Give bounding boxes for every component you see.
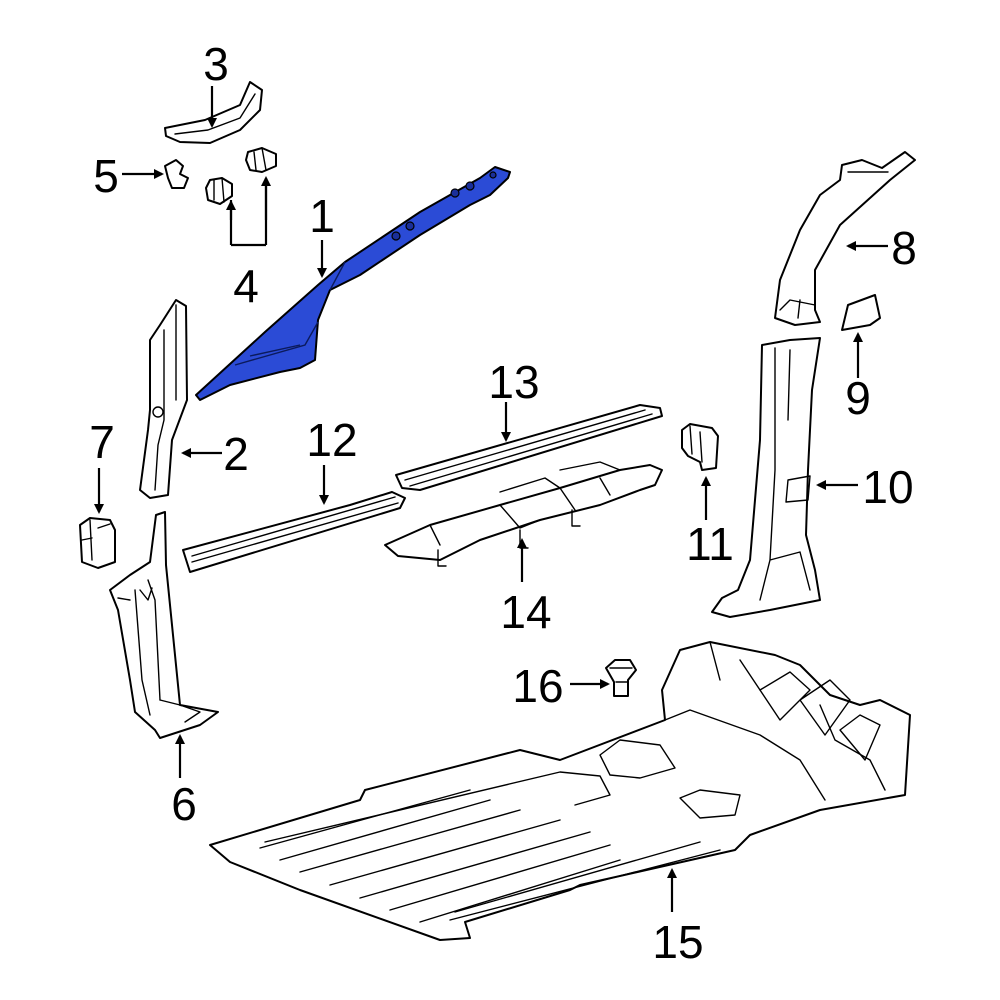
part-10-lower-quarter-trim[interactable] bbox=[711, 337, 821, 618]
part-9-trim-piece[interactable] bbox=[841, 294, 881, 331]
callout-8: 8 bbox=[891, 222, 917, 274]
callout-14: 14 bbox=[500, 586, 551, 638]
callout-15: 15 bbox=[652, 916, 703, 968]
part-12-front-sill-plate[interactable] bbox=[182, 491, 406, 573]
callout-12: 12 bbox=[306, 414, 357, 466]
callout-2: 2 bbox=[223, 428, 249, 480]
callout-13: 13 bbox=[488, 356, 539, 408]
callout-4: 4 bbox=[233, 260, 259, 312]
callout-10: 10 bbox=[862, 461, 913, 513]
part-15-floor-carpet[interactable] bbox=[209, 641, 911, 941]
part-7-bracket[interactable] bbox=[79, 517, 116, 569]
callout-9: 9 bbox=[845, 372, 871, 424]
callout-1: 1 bbox=[309, 190, 335, 242]
part-11-bracket[interactable] bbox=[681, 423, 719, 471]
part-3-trim-cover[interactable] bbox=[164, 81, 263, 144]
part-2-pillar-trim[interactable] bbox=[139, 299, 188, 499]
leader-lines bbox=[94, 86, 888, 912]
part-16-push-pin[interactable] bbox=[605, 659, 637, 697]
callout-labels: 1 2 3 4 5 6 7 8 9 10 11 12 13 14 15 16 bbox=[89, 38, 917, 968]
callout-11: 11 bbox=[686, 518, 734, 570]
callout-7: 7 bbox=[89, 416, 115, 468]
part-14-sill-step-trim[interactable] bbox=[384, 461, 663, 567]
part-1-a-pillar-trim[interactable] bbox=[195, 166, 511, 401]
part-6-lower-pillar-trim[interactable] bbox=[109, 511, 219, 739]
callout-5: 5 bbox=[93, 150, 119, 202]
callout-6: 6 bbox=[171, 778, 197, 830]
part-5-push-pin[interactable] bbox=[164, 159, 189, 189]
part-8-upper-quarter-trim[interactable] bbox=[774, 151, 916, 326]
part-13-rear-sill-plate[interactable] bbox=[395, 404, 663, 491]
callout-3: 3 bbox=[203, 38, 229, 90]
callout-16: 16 bbox=[512, 660, 563, 712]
part-4-clips[interactable] bbox=[205, 147, 277, 205]
